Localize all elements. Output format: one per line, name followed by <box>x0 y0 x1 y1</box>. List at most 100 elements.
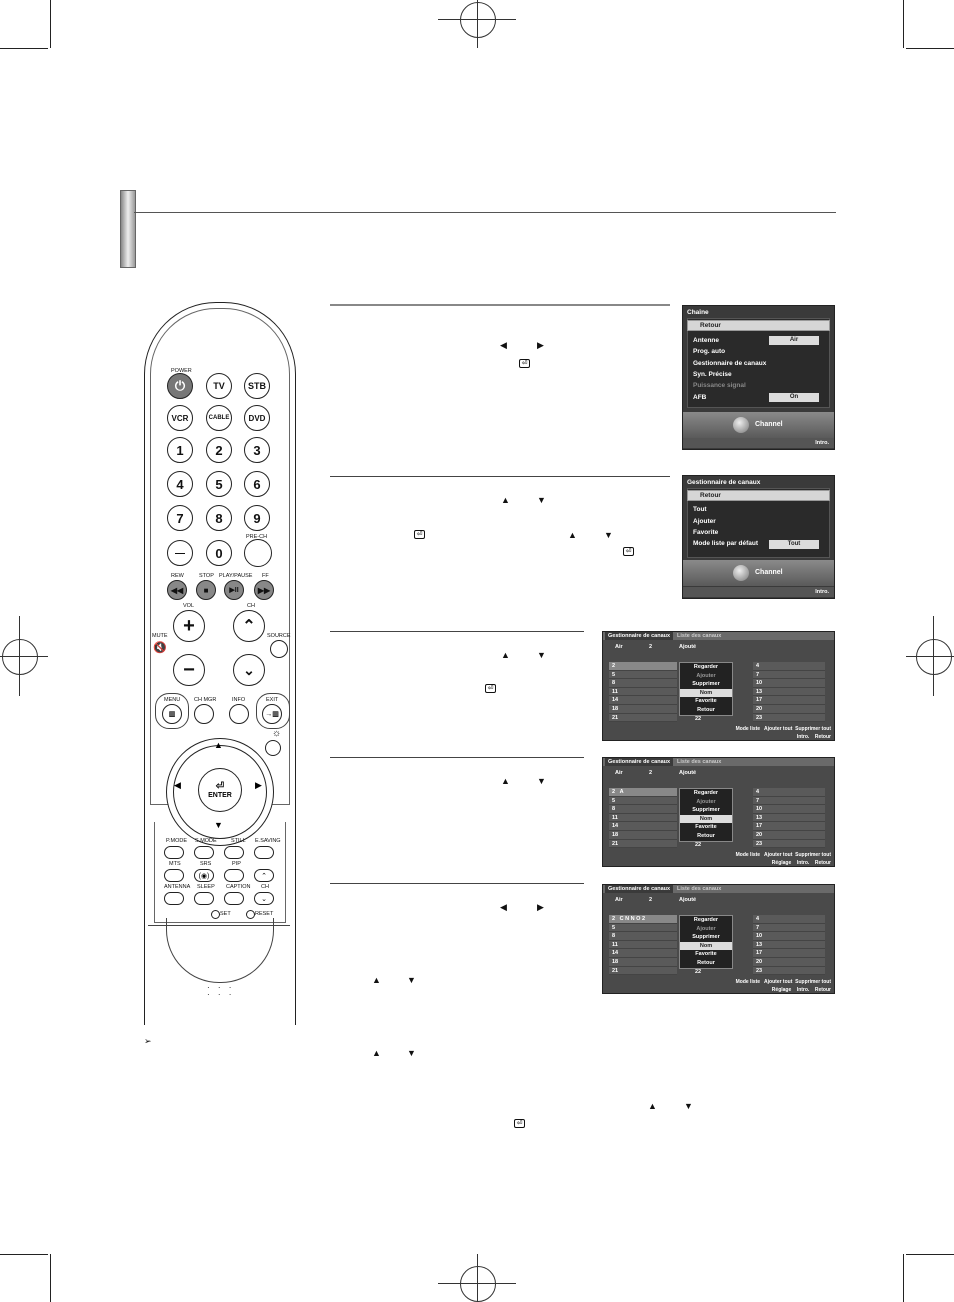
digit-1-button[interactable]: 1 <box>167 437 193 463</box>
menu-item-mode-liste[interactable]: Mode liste par défaut <box>693 540 759 547</box>
list-item[interactable]: 23 <box>753 967 825 976</box>
digit-0-button[interactable]: 0 <box>206 540 232 566</box>
list-item[interactable]: 20 <box>753 831 825 840</box>
digit-3-button[interactable]: 3 <box>244 437 270 463</box>
menu-item-supprimer[interactable]: Supprimer <box>692 934 720 941</box>
list-item[interactable]: 21 <box>609 840 677 849</box>
digit-7-button[interactable]: 7 <box>167 505 193 531</box>
list-item[interactable]: 4 <box>753 915 825 924</box>
enter-button[interactable]: ⏎ ENTER <box>198 768 242 812</box>
list-item[interactable]: 23 <box>753 840 825 849</box>
list-item[interactable]: 23 <box>753 714 825 723</box>
info-button[interactable] <box>229 704 249 724</box>
still-button[interactable] <box>224 846 244 859</box>
list-item[interactable]: 18 <box>609 831 677 840</box>
vcr-button[interactable]: VCR <box>167 405 193 431</box>
list-item[interactable]: 10 <box>753 679 825 688</box>
menu-item-nom[interactable]: Nom <box>680 814 732 824</box>
tab-liste[interactable]: Liste des canaux <box>677 759 722 765</box>
sleep-button[interactable] <box>194 892 214 905</box>
list-item[interactable]: 5 <box>609 924 677 933</box>
list-item[interactable]: 11 <box>609 814 677 823</box>
dpad-down-icon[interactable]: ▼ <box>214 820 223 830</box>
dpad-left-icon[interactable]: ◀ <box>174 780 181 790</box>
list-item[interactable]: 8 <box>609 932 677 941</box>
list-item[interactable]: 2 A <box>609 788 677 797</box>
list-item[interactable]: 14 <box>609 949 677 958</box>
cable-button[interactable]: CABLE <box>206 405 232 431</box>
mts-button[interactable] <box>164 869 184 882</box>
dpad-right-icon[interactable]: ▶ <box>255 780 262 790</box>
list-item[interactable]: 7 <box>753 797 825 806</box>
menu-button[interactable]: ▥ <box>162 704 182 724</box>
list-item[interactable]: 11 <box>609 941 677 950</box>
menu-item-retour[interactable]: Retour <box>697 706 715 713</box>
digit-5-button[interactable]: 5 <box>206 471 232 497</box>
list-item[interactable]: 4 <box>753 662 825 671</box>
menu-item-syn-precise[interactable]: Syn. Précise <box>693 371 732 378</box>
list-item[interactable]: 17 <box>753 696 825 705</box>
menu-item-afb[interactable]: AFB <box>693 394 707 401</box>
menu-item-supprimer[interactable]: Supprimer <box>692 807 720 814</box>
list-item[interactable]: 14 <box>609 822 677 831</box>
tab-gestionnaire[interactable]: Gestionnaire de canaux <box>605 758 674 766</box>
prech-button[interactable] <box>244 539 272 567</box>
tab-gestionnaire[interactable]: Gestionnaire de canaux <box>605 885 674 893</box>
list-item[interactable]: 7 <box>753 924 825 933</box>
source-button[interactable] <box>270 640 288 658</box>
tab-gestionnaire[interactable]: Gestionnaire de canaux <box>605 632 674 640</box>
list-item[interactable]: 13 <box>753 941 825 950</box>
menu-item-nom[interactable]: Nom <box>680 688 732 698</box>
antenne-value[interactable]: Air <box>769 336 819 345</box>
list-item[interactable]: 17 <box>753 949 825 958</box>
list-item[interactable]: 18 <box>609 958 677 967</box>
menu-item-favorite[interactable]: Favorite <box>695 951 717 958</box>
digit-6-button[interactable]: 6 <box>244 471 270 497</box>
list-item[interactable]: 5 <box>609 671 677 680</box>
vol-up-button[interactable]: + <box>173 610 205 642</box>
menu-item-regarder[interactable]: Regarder <box>693 664 719 670</box>
light-button[interactable] <box>265 740 281 756</box>
ch-up-small-button[interactable]: ⌃ <box>254 869 274 882</box>
list-item[interactable]: 21 <box>609 714 677 723</box>
digit-2-button[interactable]: 2 <box>206 437 232 463</box>
list-item[interactable]: 20 <box>753 705 825 714</box>
mode-value[interactable]: Tout <box>769 540 819 549</box>
list-item[interactable]: 18 <box>609 705 677 714</box>
list-item[interactable]: 13 <box>753 688 825 697</box>
playpause-button[interactable]: ▶II <box>224 580 244 600</box>
antenna-button[interactable] <box>164 892 184 905</box>
stop-button[interactable]: ■ <box>196 580 216 600</box>
menu-item-ajouter[interactable]: Ajouter <box>693 518 716 525</box>
menu-item-favorite[interactable]: Favorite <box>695 698 717 705</box>
digit-4-button[interactable]: 4 <box>167 471 193 497</box>
list-item[interactable]: 4 <box>753 788 825 797</box>
rew-button[interactable]: ◀◀ <box>167 580 187 600</box>
digit-8-button[interactable]: 8 <box>206 505 232 531</box>
list-item[interactable]: 13 <box>753 814 825 823</box>
menu-item-nom[interactable]: Nom <box>680 941 732 951</box>
list-item[interactable]: 21 <box>609 967 677 976</box>
menu-item-regarder[interactable]: Regarder <box>693 790 719 796</box>
list-item[interactable]: 2 C N N O 2 <box>609 915 677 924</box>
pmode-button[interactable] <box>164 846 184 859</box>
dpad-up-icon[interactable]: ▲ <box>214 740 223 750</box>
menu-item-favorite[interactable]: Favorite <box>695 824 717 831</box>
menu-item-gestionnaire[interactable]: Gestionnaire de canaux <box>693 360 767 367</box>
menu-item-retour[interactable]: Retour <box>697 959 715 966</box>
caption-button[interactable] <box>224 892 244 905</box>
vol-down-button[interactable]: − <box>173 654 205 686</box>
list-item[interactable]: 8 <box>609 805 677 814</box>
list-item[interactable]: 5 <box>609 797 677 806</box>
menu-item-favorite[interactable]: Favorite <box>693 529 719 536</box>
stb-button[interactable]: STB <box>244 373 270 399</box>
dash-button[interactable]: — <box>167 540 193 566</box>
ch-up-button[interactable]: ⌃ <box>233 610 265 642</box>
list-item[interactable]: 10 <box>753 805 825 814</box>
menu-item-retour[interactable]: Retour <box>697 832 715 839</box>
pip-button[interactable] <box>224 869 244 882</box>
mute-icon[interactable]: 🔇 <box>153 642 167 654</box>
esaving-button[interactable] <box>254 846 274 859</box>
exit-button[interactable]: →▥ <box>262 704 282 724</box>
list-item[interactable]: 2 <box>609 662 677 671</box>
